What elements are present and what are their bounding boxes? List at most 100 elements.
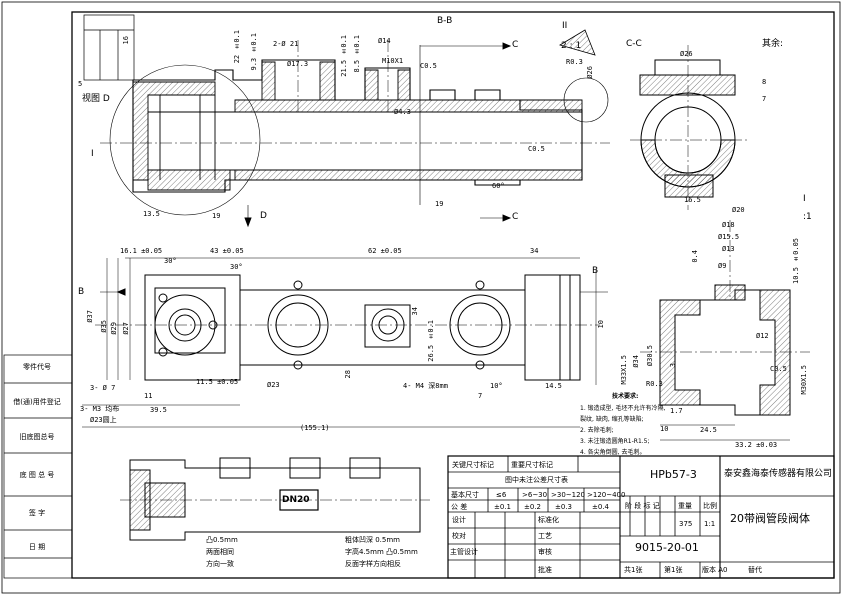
tb-tol-note: 图中未注公差尺寸表 [505, 476, 568, 484]
tb-range-3: >30~120 [551, 491, 585, 499]
tb-tol-3: ±0.3 [555, 503, 572, 511]
dim-d35: Ø35 [100, 320, 108, 333]
tb-scale: 比例 [703, 502, 717, 510]
tb-chief: 主管设计 [450, 548, 478, 556]
dim-d20: Ø20 [732, 206, 745, 214]
detail-label-ii: II [562, 21, 568, 31]
tb-basic-size: 基本尺寸 [451, 491, 479, 499]
dim-angle-10: 10° [490, 382, 503, 390]
dim-h16: 16 [122, 36, 130, 45]
view-label-d: 视图 D [82, 94, 110, 104]
dim-w5: 5 [78, 80, 83, 88]
tb-stage-mark: 阶 段 标 记 [625, 502, 660, 510]
front-view [82, 257, 608, 428]
dim-c0-5c: C0.5 [770, 365, 787, 373]
dim-w19b: 19 [435, 200, 444, 208]
dim-len62: 62 ±0.05 [368, 247, 402, 255]
dim-angle-60: 60° [492, 182, 505, 190]
dim-h8: 8 [762, 78, 767, 86]
arrow-label-b-right: B [592, 266, 599, 276]
note-two-same: 两面相同 [206, 548, 234, 556]
dim-d18: Ø18 [722, 221, 735, 229]
detail-ii [559, 29, 596, 56]
tb-process: 工艺 [538, 532, 552, 540]
tech-line-3: 2. 去除毛刺; [580, 427, 614, 434]
dim-w13-5: 13.5 [143, 210, 160, 218]
tb-scale-val: 1:1 [704, 520, 716, 528]
dim-m4: 4- M4 深8mm [403, 382, 448, 390]
tb-part-name: 20带阀管段阀体 [730, 512, 810, 525]
tb-range-2: >6~30 [522, 491, 548, 499]
tb-tol-1: ±0.1 [494, 503, 511, 511]
dim-w10: 10 [660, 425, 669, 433]
tb-range-4: >120~400 [587, 491, 626, 499]
dim-d37: Ø37 [86, 310, 94, 323]
label-drawing-no: 底 图 总 号 [19, 471, 55, 479]
dim-h0-4: 0.4 [691, 250, 699, 263]
dim-d34: Ø34 [632, 355, 640, 368]
arrow-label-c-top: C [512, 40, 519, 50]
dim-len34: 34 [530, 247, 539, 255]
dim-m33: M33X1.5 [620, 355, 628, 385]
dim-h28: 28 [344, 370, 352, 379]
dim-m10x1: M10X1 [382, 57, 404, 65]
detail-scale-ii: 2 : 1 [561, 41, 582, 51]
view-d-inset [83, 14, 135, 81]
dim-angle-30b: 30° [230, 263, 243, 271]
dim-len16-1: 16.1 ±0.05 [120, 247, 163, 255]
dim-angle-30a: 30° [164, 257, 177, 265]
dim-h7: 7 [762, 95, 767, 103]
tech-line-1: 1. 锻造成型, 毛坯不允许有冷隔, [580, 405, 666, 412]
tb-key-dims: 关键尺寸标记 [452, 461, 494, 469]
dim-two-d21: 2-Ø 21 [273, 40, 299, 48]
dim-len43: 43 ±0.05 [210, 247, 244, 255]
dim-m30: M30X1.5 [800, 365, 808, 395]
section-label-bb: B-B [437, 16, 453, 26]
dim-h22: 22 ±0.1 [233, 30, 241, 64]
tb-range-1: ≤6 [496, 491, 507, 499]
dim-d26: Ø26 [586, 66, 594, 79]
tech-title: 技术要求: [612, 393, 639, 400]
arrow-label-d: D [260, 211, 267, 221]
tb-weight-val: 375 [679, 520, 693, 528]
dim-h9-3: 9.3 ±0.1 [250, 33, 258, 71]
dim-h10-5: 10.5 ±0.05 [792, 238, 800, 284]
dim-w7: 7 [478, 392, 483, 400]
tb-drawing-number: 9015-20-01 [635, 541, 699, 554]
dim-w155-1: (155.1) [300, 424, 330, 432]
note-reverse: 反面字样方向相反 [345, 560, 401, 568]
roughness-rest: 其余: [762, 39, 784, 49]
dim-d15-5: Ø15.5 [718, 233, 740, 241]
top-view [120, 457, 430, 541]
left-column-grid [3, 354, 73, 579]
dim-h34: 34 [411, 307, 419, 316]
dim-h3: 3 [669, 363, 677, 368]
dn20-mark: DN20 [282, 495, 310, 505]
tech-line-2: 裂纹, 缺肉, 缩孔等缺陷; [580, 416, 644, 423]
tb-weight: 重量 [678, 502, 692, 510]
section-cc [630, 45, 750, 210]
dim-d14: Ø14 [378, 37, 391, 45]
note-rough: 粗体凹深 0.5mm [345, 536, 400, 544]
dim-d30-5: Ø30.5 [646, 345, 654, 367]
dim-w33-2: 33.2 ±0.03 [735, 441, 778, 449]
dim-r0-3: R0.3 [566, 58, 583, 66]
dim-w11-5: 11.5 ±0.05 [196, 378, 239, 386]
dim-d4-3: Ø4.3 [394, 108, 411, 116]
dim-m3: 3- M3 均布 [80, 405, 120, 413]
note-d0-5: 凸0.5mm [206, 536, 238, 544]
dim-w19: 19 [212, 212, 221, 220]
tb-tol-4: ±0.4 [592, 503, 609, 511]
tb-company: 泰安鑫海泰传感器有限公司 [724, 469, 833, 479]
note-size: 字高4.5mm 凸0.5mm [345, 548, 418, 556]
tb-replaces: 替代 [748, 566, 762, 574]
label-old-drawing-no: 旧底图总号 [19, 433, 55, 441]
dim-d17-3: Ø17.3 [287, 60, 309, 68]
dim-d12: Ø12 [756, 332, 769, 340]
tb-standardize: 标准化 [538, 516, 559, 524]
dim-r0-3b: R0.3 [646, 380, 663, 388]
dim-d7: 3- Ø 7 [90, 384, 116, 392]
tb-approve: 批准 [538, 566, 552, 574]
